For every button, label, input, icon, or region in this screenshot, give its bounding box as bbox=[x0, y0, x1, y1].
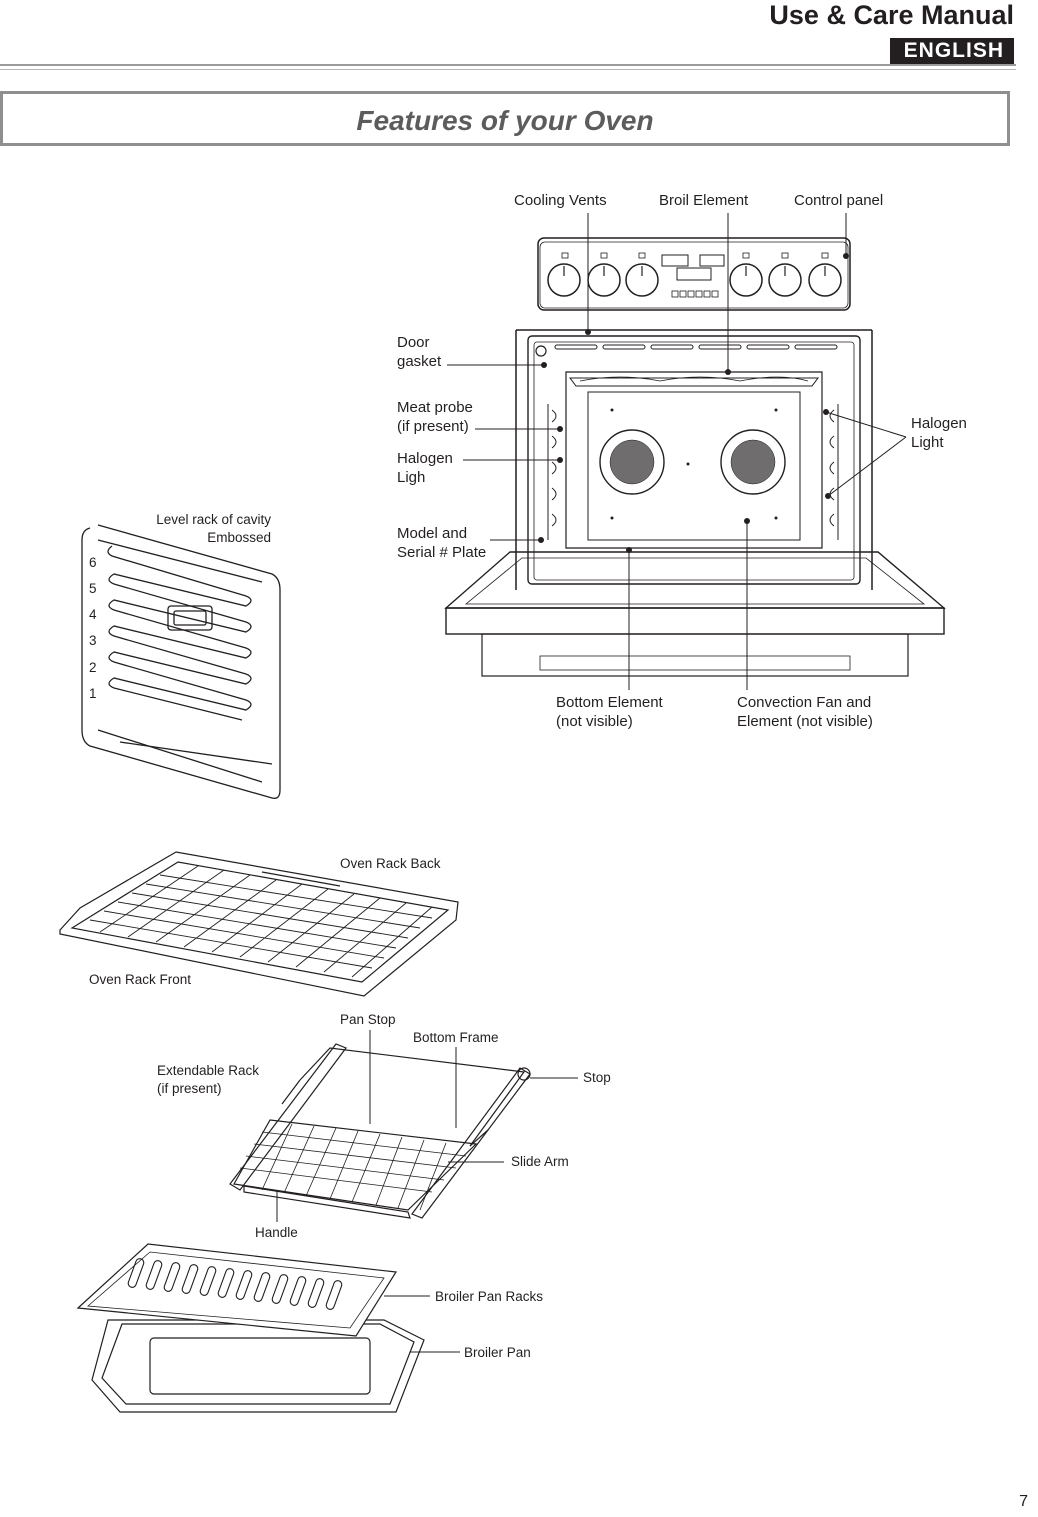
model-serial-label: Model and Serial # Plate bbox=[397, 524, 486, 562]
door-gasket-label: Door gasket bbox=[397, 333, 441, 371]
header-rule-thin bbox=[0, 69, 1016, 70]
bottom-element-line2: (not visible) bbox=[556, 713, 633, 730]
level-rack-line1: Level rack of cavity bbox=[156, 512, 271, 527]
meat-probe-line2: (if present) bbox=[397, 418, 469, 435]
oven-leader-dots bbox=[538, 253, 849, 553]
halogen-left-line1: Halogen bbox=[397, 450, 453, 467]
page-number: 7 bbox=[1019, 1493, 1028, 1510]
bottom-frame-label: Bottom Frame bbox=[413, 1030, 499, 1045]
halogen-left-line2: Ligh bbox=[397, 469, 426, 486]
control-knob-icon bbox=[547, 263, 842, 297]
broiler-pan-racks-label: Broiler Pan Racks bbox=[435, 1289, 544, 1304]
manual-title: Use & Care Manual bbox=[769, 0, 1014, 30]
meat-probe-line1: Meat probe bbox=[397, 399, 473, 416]
cavity-side-wall-illustration bbox=[81, 524, 281, 799]
oven-rack-illustration bbox=[59, 851, 459, 997]
level-number-2: 2 bbox=[89, 660, 97, 675]
oven-leader-lines bbox=[447, 213, 907, 690]
model-serial-line2: Serial # Plate bbox=[397, 544, 487, 561]
handle-label: Handle bbox=[255, 1225, 298, 1240]
level-rack-label: Level rack of cavity Embossed bbox=[152, 511, 271, 547]
broiler-pan-illustration bbox=[76, 1243, 425, 1413]
level-number-3: 3 bbox=[89, 633, 97, 648]
convection-fan-icon bbox=[599, 429, 786, 495]
broiler-leader-lines bbox=[384, 1295, 460, 1353]
meat-probe-label: Meat probe (if present) bbox=[397, 398, 473, 436]
level-number-6: 6 bbox=[89, 555, 97, 570]
extendable-rack-label: Extendable Rack (if present) bbox=[157, 1062, 259, 1098]
convection-fan-label: Convection Fan and Element (not visible) bbox=[737, 693, 873, 731]
level-number-5: 5 bbox=[89, 581, 97, 596]
halogen-light-right-label: Halogen Light bbox=[911, 414, 967, 452]
door-gasket-line1: Door bbox=[397, 334, 430, 351]
section-title: Features of your Oven bbox=[356, 105, 654, 136]
broiler-pan-label: Broiler Pan bbox=[464, 1345, 531, 1360]
bottom-element-label: Bottom Element (not visible) bbox=[556, 693, 663, 731]
convection-line1: Convection Fan and bbox=[737, 694, 872, 711]
oven-rack-back-label: Oven Rack Back bbox=[340, 856, 441, 871]
model-serial-line1: Model and bbox=[397, 525, 468, 542]
cooling-vents-label: Cooling Vents bbox=[514, 192, 607, 209]
extendable-rack-illustration bbox=[229, 1043, 531, 1219]
halogen-light-left-label: Halogen Ligh bbox=[397, 449, 453, 487]
oven-front-illustration bbox=[444, 237, 946, 677]
slide-arm-label: Slide Arm bbox=[511, 1154, 569, 1169]
pan-stop-label: Pan Stop bbox=[340, 1012, 396, 1027]
halogen-right-line1: Halogen bbox=[911, 415, 967, 432]
header-rule bbox=[0, 64, 1016, 66]
stop-label: Stop bbox=[583, 1070, 611, 1085]
control-panel-label: Control panel bbox=[794, 192, 884, 209]
extendable-rack-line1: Extendable Rack bbox=[157, 1063, 260, 1078]
convection-line2: Element (not visible) bbox=[737, 713, 873, 730]
section-banner: Features of your Oven bbox=[0, 91, 1010, 146]
door-gasket-line2: gasket bbox=[397, 353, 442, 370]
extendable-rack-line2: (if present) bbox=[157, 1081, 222, 1096]
language-badge: ENGLISH bbox=[889, 38, 1014, 64]
halogen-right-line2: Light bbox=[911, 434, 944, 451]
broil-element-label: Broil Element bbox=[659, 192, 749, 209]
level-number-1: 1 bbox=[89, 686, 97, 701]
extendable-leader-lines bbox=[276, 1030, 578, 1222]
bottom-element-line1: Bottom Element bbox=[556, 694, 663, 711]
level-number-4: 4 bbox=[89, 607, 97, 622]
level-rack-line2: Embossed bbox=[207, 530, 271, 545]
oven-rack-front-label: Oven Rack Front bbox=[89, 972, 192, 987]
